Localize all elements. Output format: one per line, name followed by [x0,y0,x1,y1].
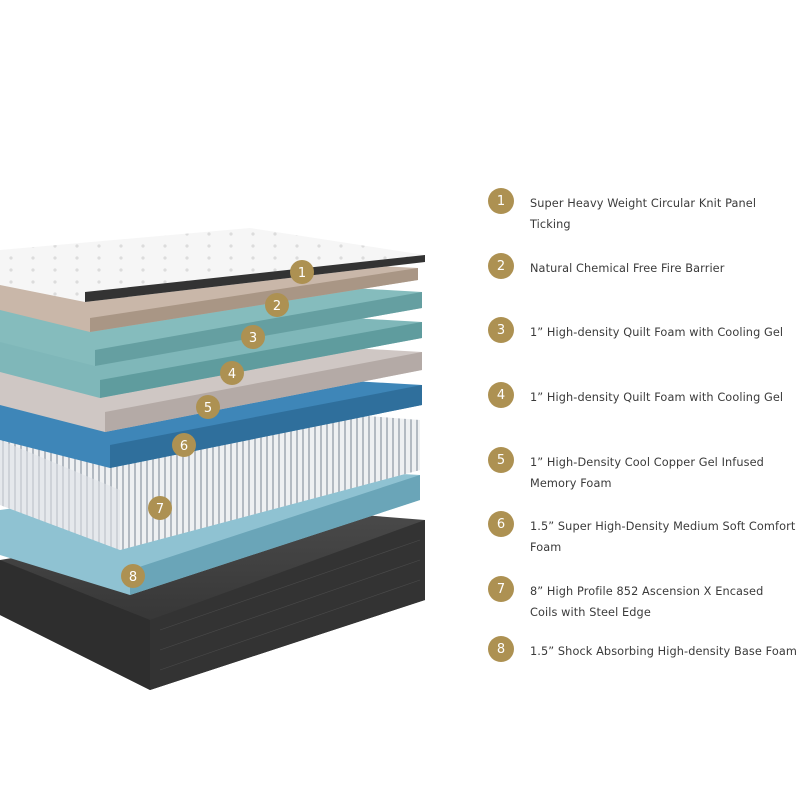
illustration-badge-2: 2 [265,293,289,317]
legend-item-8: 8 1.5” Shock Absorbing High-density Base… [488,636,800,662]
mattress-layers-illustration: 1 2 3 4 5 6 7 8 [0,228,425,690]
legend-badge-6: 6 [488,511,514,537]
svg-text:3: 3 [249,331,257,346]
layer-ticking [0,228,425,302]
legend-badge-3: 3 [488,317,514,343]
legend-text-7: 8” High Profile 852 Ascension X Encased … [530,585,764,619]
legend-badge-5: 5 [488,447,514,473]
legend-item-4: 4 1” High-density Quilt Foam with Coolin… [488,382,800,408]
layer-legend: 1 Super Heavy Weight Circular Knit Panel… [488,0,800,800]
illustration-badge-8: 8 [121,564,145,588]
legend-badge-8: 8 [488,636,514,662]
legend-badge-2: 2 [488,253,514,279]
legend-item-6: 6 1.5” Super High-Density Medium Soft Co… [488,511,800,558]
svg-text:2: 2 [273,299,281,314]
svg-text:5: 5 [204,401,212,416]
legend-badge-1: 1 [488,188,514,214]
svg-text:7: 7 [156,502,164,517]
svg-text:6: 6 [180,439,188,454]
legend-item-3: 3 1” High-density Quilt Foam with Coolin… [488,317,800,343]
illustration-badge-3: 3 [241,325,265,349]
legend-text-4: 1” High-density Quilt Foam with Cooling … [530,391,784,404]
svg-text:1: 1 [298,266,306,281]
legend-item-2: 2 Natural Chemical Free Fire Barrier [488,253,800,279]
legend-text-2: Natural Chemical Free Fire Barrier [530,262,725,275]
illustration-badge-5: 5 [196,395,220,419]
illustration-badge-4: 4 [220,361,244,385]
illustration-badge-1: 1 [290,260,314,284]
legend-item-7: 7 8” High Profile 852 Ascension X Encase… [488,576,800,623]
svg-text:4: 4 [228,367,236,382]
legend-text-6: 1.5” Super High-Density Medium Soft Comf… [530,520,796,554]
legend-text-5: 1” High-Density Cool Copper Gel Infused … [530,456,764,490]
legend-badge-7: 7 [488,576,514,602]
illustration-badge-7: 7 [148,496,172,520]
legend-item-5: 5 1” High-Density Cool Copper Gel Infuse… [488,447,800,494]
legend-text-3: 1” High-density Quilt Foam with Cooling … [530,326,784,339]
legend-item-1: 1 Super Heavy Weight Circular Knit Panel… [488,188,800,235]
legend-text-1: Super Heavy Weight Circular Knit Panel T… [530,197,757,231]
legend-badge-4: 4 [488,382,514,408]
illustration-badge-6: 6 [172,433,196,457]
svg-text:8: 8 [129,570,137,585]
legend-text-8: 1.5” Shock Absorbing High-density Base F… [530,645,797,658]
